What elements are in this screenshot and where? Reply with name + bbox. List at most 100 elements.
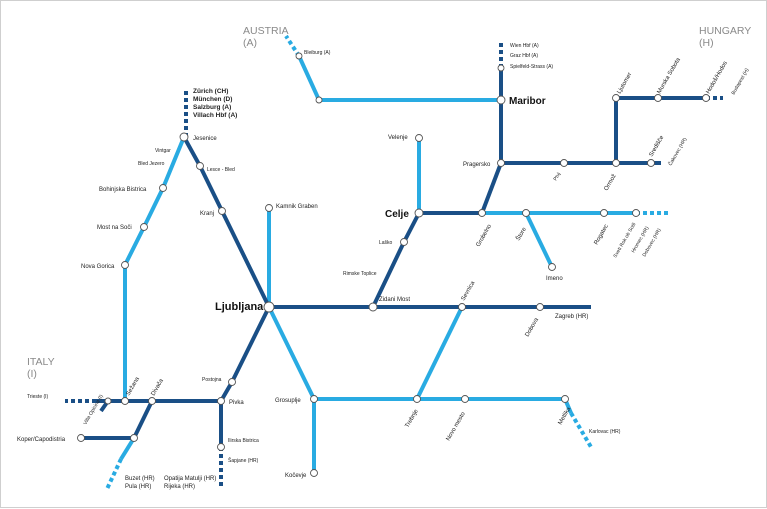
- station-sezana-node[interactable]: [121, 397, 129, 405]
- label-grosuplje: Grosuplje: [275, 398, 301, 404]
- label-bleiburg: Bleiburg (A): [304, 50, 331, 56]
- country-austria-code: (A): [243, 37, 257, 49]
- label-rijeka: Rijeka (HR): [164, 484, 195, 490]
- station-sveti-rok-node[interactable]: [632, 209, 640, 217]
- label-grobelno: Grobelno: [476, 223, 494, 248]
- line-trebnje-sevnica: [415, 306, 464, 400]
- label-trebnje: Trebnje: [405, 408, 421, 429]
- station-spielfeld-node[interactable]: [497, 64, 505, 72]
- station-koper-node[interactable]: [77, 434, 85, 442]
- station-celje-node[interactable]: [414, 208, 424, 218]
- label-pula: Pula (HR): [125, 484, 151, 490]
- label-bled-jezero: Bled Jezero: [138, 161, 165, 167]
- station-lesce-node[interactable]: [196, 162, 204, 170]
- label-ljutomer: Ljutomer: [617, 72, 634, 95]
- station-ptuj-node[interactable]: [560, 159, 568, 167]
- station-kocevje-node[interactable]: [310, 469, 318, 477]
- label-ormoz: Ormož: [604, 173, 618, 192]
- label-pragersko: Pragersko: [463, 162, 491, 168]
- label-lesce-bled: Lesce - Bled: [207, 167, 235, 173]
- station-murska-node[interactable]: [654, 94, 662, 102]
- label-ptuj: Ptuj: [553, 172, 563, 182]
- label-sapjane: Šapjane (HR): [228, 457, 259, 464]
- label-budapest: Budapest (H): [731, 67, 751, 96]
- label-wien: Wien Hbf (A): [510, 43, 539, 49]
- label-vintgar: Vintgar: [155, 148, 171, 154]
- line-koroska: [297, 55, 501, 102]
- line-buzet: [119, 436, 136, 461]
- station-hodos-node[interactable]: [702, 94, 710, 102]
- station-ormoz-node[interactable]: [612, 159, 620, 167]
- station-prevalje-node[interactable]: [315, 96, 323, 104]
- station-nova-gorica-node[interactable]: [121, 261, 129, 269]
- station-most-node[interactable]: [140, 223, 148, 231]
- station-pivka-node[interactable]: [217, 397, 225, 405]
- label-zidani-most: Zidani Most: [379, 297, 410, 303]
- station-divaca-node[interactable]: [148, 397, 156, 405]
- line-grobelno-pragersko: [480, 162, 503, 214]
- label-pivka: Pivka: [229, 400, 244, 406]
- label-koper: Koper/Capodistria: [17, 437, 66, 443]
- station-sevnica-node[interactable]: [458, 303, 466, 311]
- station-velenje-node[interactable]: [415, 134, 423, 142]
- line-bleiburg-dashed: [284, 34, 301, 58]
- station-novo-mesto-node[interactable]: [461, 395, 469, 403]
- station-bleiburg-node[interactable]: [295, 52, 303, 60]
- line-karlovac-dashed: [569, 411, 593, 449]
- line-bohinj: [123, 136, 186, 399]
- station-store-node[interactable]: [522, 209, 530, 217]
- label-murska-sobota: Murska Sobota: [657, 56, 683, 95]
- station-pragersko-node[interactable]: [497, 159, 505, 167]
- label-buzet: Buzet (HR): [125, 476, 155, 482]
- station-buzet-junction-node[interactable]: [130, 434, 138, 442]
- label-jesenice: Jesenice: [193, 136, 217, 142]
- label-kamnik: Kamnik Graben: [276, 204, 318, 210]
- label-novo-mesto: Novo mesto: [446, 411, 468, 442]
- station-imeno-node[interactable]: [548, 263, 556, 271]
- station-dobova-node[interactable]: [536, 303, 544, 311]
- station-bohinj-node[interactable]: [159, 184, 167, 192]
- label-zurich: Zürich (CH): [193, 88, 228, 95]
- station-grosuplje-node[interactable]: [310, 395, 318, 403]
- station-ljutomer-node[interactable]: [612, 94, 620, 102]
- country-italy-code: (I): [27, 368, 37, 380]
- station-sredisce-node[interactable]: [647, 159, 655, 167]
- station-maribor-node[interactable]: [496, 95, 506, 105]
- station-ljubljana-node[interactable]: [263, 301, 275, 313]
- station-zidani-most-node[interactable]: [368, 302, 378, 312]
- station-trebnje-node[interactable]: [413, 395, 421, 403]
- station-ilirska-node[interactable]: [217, 443, 225, 451]
- label-cakovec: Čakovec (HR): [667, 136, 689, 167]
- label-sezana: Sežana: [126, 376, 142, 397]
- label-celje: Celje: [385, 209, 409, 220]
- line-zidani-celje: [371, 212, 421, 308]
- label-sredisce: Središče: [649, 134, 666, 158]
- label-velenje: Velenje: [388, 135, 408, 141]
- line-gorenjska: [182, 136, 271, 308]
- country-austria: AUSTRIA: [243, 25, 289, 37]
- station-kamnik-node[interactable]: [265, 204, 273, 212]
- station-postojna-node[interactable]: [228, 378, 236, 386]
- station-villa-opicina-node[interactable]: [104, 397, 112, 405]
- label-divaca: Divača: [151, 378, 166, 397]
- country-hungary-code: (H): [699, 37, 714, 49]
- label-kocevje: Kočevje: [285, 473, 307, 479]
- line-buzet-dashed: [105, 458, 123, 490]
- label-lasko: Laško: [379, 240, 393, 246]
- station-metlika-node[interactable]: [561, 395, 569, 403]
- label-metlika: Metlika: [558, 406, 573, 426]
- station-lasko-node[interactable]: [400, 238, 408, 246]
- label-zagreb: Zagreb (HR): [555, 314, 588, 320]
- station-rogatec-node[interactable]: [600, 209, 608, 217]
- line-grosuplje: [267, 306, 316, 473]
- station-jesenice-node[interactable]: [179, 132, 189, 142]
- label-opatija: Opatija Matulji (HR): [164, 476, 216, 482]
- label-ljubljana: Ljubljana: [215, 301, 264, 313]
- label-villach: Villach Hbf (A): [193, 112, 237, 119]
- label-most-na-soci: Most na Soči: [97, 225, 132, 231]
- station-kranj-node[interactable]: [218, 207, 226, 215]
- station-grobelno-node[interactable]: [478, 209, 486, 217]
- label-graz: Graz Hbf (A): [510, 53, 538, 59]
